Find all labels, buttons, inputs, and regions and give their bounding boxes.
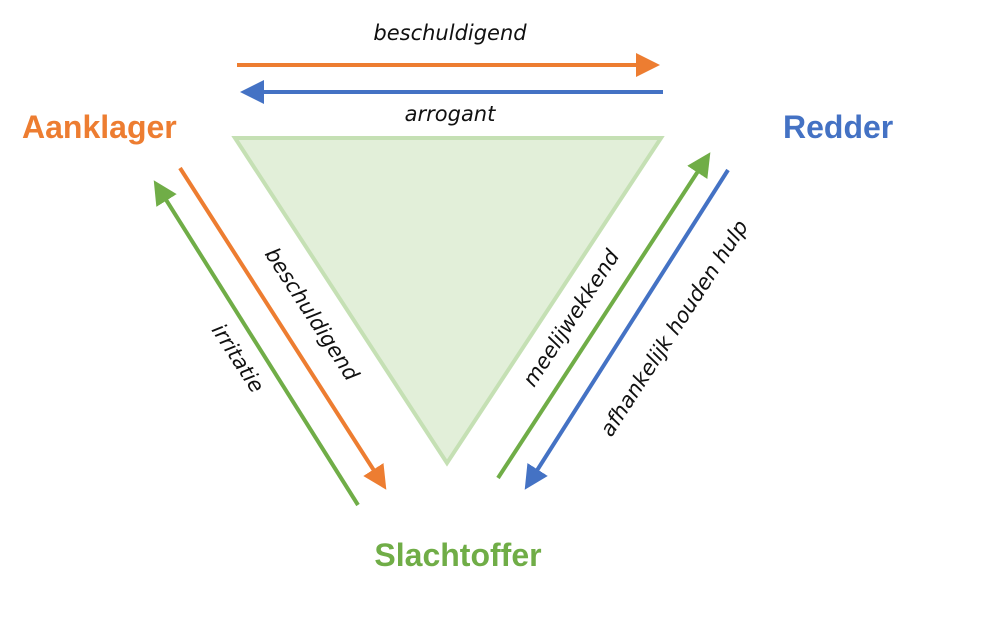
role-accuser: Aanklager [22, 109, 177, 145]
label-rescuer-to-accuser: arrogant [405, 102, 496, 126]
label-rescuer-to-victim: afhankelijk houden hulp [595, 216, 753, 441]
label-accuser-to-rescuer: beschuldigend [373, 21, 527, 45]
role-rescuer: Redder [783, 109, 893, 145]
label-victim-to-accuser: irritatie [207, 319, 269, 397]
role-victim: Slachtoffer [374, 537, 541, 573]
arrow-victim-to-accuser [153, 180, 360, 507]
arrow-victim-to-rescuer [496, 152, 711, 480]
center-triangle [231, 136, 665, 467]
arrow-accuser-to-victim [178, 166, 387, 490]
arrow-rescuer-to-victim [524, 168, 730, 490]
